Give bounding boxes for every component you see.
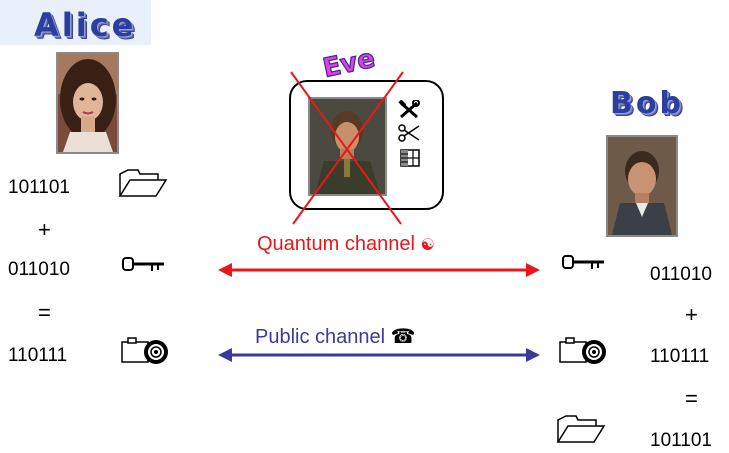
bob-portrait bbox=[608, 137, 676, 235]
bob-photo bbox=[606, 135, 678, 237]
alice-key: 011010 bbox=[8, 259, 70, 280]
quantum-channel-arrow bbox=[218, 263, 540, 277]
public-channel-text: Public channel bbox=[255, 326, 386, 348]
alice-camera-icon bbox=[121, 337, 168, 364]
eve-cross bbox=[290, 71, 404, 225]
alice-key-icon bbox=[122, 257, 164, 271]
bob-plus: + bbox=[685, 302, 698, 327]
bob-camera-icon bbox=[559, 337, 606, 364]
bob-folder-icon bbox=[556, 415, 606, 443]
keyboard-icon bbox=[400, 149, 420, 167]
bob-message: 101101 bbox=[650, 430, 712, 451]
alice-title-bg bbox=[0, 0, 151, 45]
alice-equals: = bbox=[38, 300, 51, 325]
scissors-icon bbox=[398, 124, 420, 142]
alice-folder-icon bbox=[118, 169, 168, 197]
alice-cipher: 110111 bbox=[8, 345, 68, 366]
alice-message: 101101 bbox=[8, 177, 70, 198]
telephone-icon: ☎ bbox=[390, 326, 416, 348]
alice-photo bbox=[56, 52, 119, 154]
quantum-channel-label: Quantum channel ☯ bbox=[257, 233, 435, 256]
quantum-channel-text: Quantum channel bbox=[257, 233, 415, 255]
public-channel-label: Public channel ☎ bbox=[255, 324, 416, 349]
alice-plus: + bbox=[38, 217, 51, 242]
hammer-wrench-icon bbox=[398, 100, 420, 119]
public-channel-arrow bbox=[218, 348, 540, 362]
yin-yang-icon: ☯ bbox=[420, 237, 435, 254]
bob-title: Bob bbox=[610, 86, 684, 121]
eve-title: Eve bbox=[320, 43, 379, 80]
bob-key-icon bbox=[562, 255, 604, 269]
alice-portrait bbox=[58, 54, 117, 152]
bob-cipher: 110111 bbox=[650, 346, 710, 367]
bob-key: 011010 bbox=[650, 264, 712, 285]
bob-equals: = bbox=[685, 386, 698, 411]
alice-title: Alice bbox=[34, 6, 137, 44]
eve-box bbox=[289, 80, 444, 210]
